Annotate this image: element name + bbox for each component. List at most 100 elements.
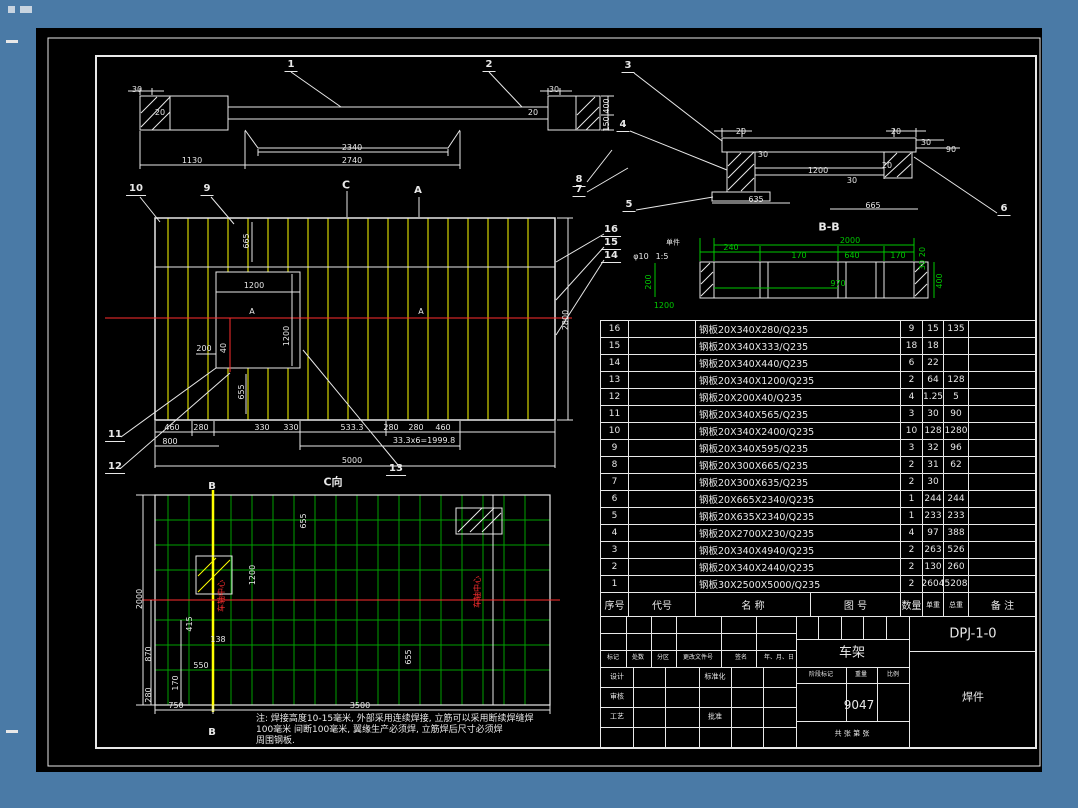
rev-col-label: 分区 <box>656 654 670 661</box>
bom-cell-total-weight <box>944 474 969 491</box>
bom-cell-no: 13 <box>601 372 629 389</box>
bom-cell-code <box>629 372 696 389</box>
bom-cell-total-weight: 1280 <box>944 423 969 440</box>
rev-col-label: 签名 <box>734 654 748 661</box>
bom-cell-remark <box>969 457 1037 474</box>
bom-cell-qty: 1 <box>901 491 923 508</box>
bom-cell-total-weight <box>944 338 969 355</box>
bom-header: 序号 代号 名 称 图 号 数量 单重 总重 备 注 <box>600 593 1037 617</box>
bom-cell-qty: 2 <box>901 576 923 593</box>
drawing-number: DPJ-1-0 <box>949 626 997 642</box>
bom-cell-name: 钢板20X340X2400/Q235 <box>696 423 901 440</box>
bom-cell-qty: 9 <box>901 321 923 338</box>
bom-cell-unit-weight: 30 <box>923 474 944 491</box>
bom-cell-name: 钢板20X340X595/Q235 <box>696 440 901 457</box>
bom-cell-name: 钢板20X340X1200/Q235 <box>696 372 901 389</box>
bom-header-code: 代号 <box>629 593 696 617</box>
stage-label: 阶段标记 <box>808 671 834 678</box>
sign-label-approve: 批准 <box>708 712 722 721</box>
sign-label-process: 工艺 <box>610 712 624 721</box>
bom-row: 10 钢板20X340X2400/Q235 10 128 1280 <box>601 423 1037 440</box>
bom-header-total-weight: 总重 <box>944 593 969 617</box>
bom-cell-qty: 4 <box>901 389 923 406</box>
bom-cell-no: 5 <box>601 508 629 525</box>
bom-cell-total-weight: 388 <box>944 525 969 542</box>
bom-cell-no: 10 <box>601 423 629 440</box>
bom-cell-unit-weight: 2604 <box>923 576 944 593</box>
bom-cell-name: 钢板20X665X2340/Q235 <box>696 491 901 508</box>
bom-cell-remark <box>969 542 1037 559</box>
bom-cell-unit-weight: 1.25 <box>923 389 944 406</box>
bom-cell-qty: 2 <box>901 457 923 474</box>
bom-cell-no: 14 <box>601 355 629 372</box>
bom-cell-remark <box>969 440 1037 457</box>
bom-cell-name: 钢板20X340X2440/Q235 <box>696 559 901 576</box>
bom-cell-unit-weight: 15 <box>923 321 944 338</box>
bom-cell-unit-weight: 22 <box>923 355 944 372</box>
view-beam-elevation <box>128 88 614 169</box>
bom-cell-name: 钢板20X300X635/Q235 <box>696 474 901 491</box>
bom-cell-unit-weight: 244 <box>923 491 944 508</box>
bom-cell-unit-weight: 233 <box>923 508 944 525</box>
bom-cell-total-weight: 526 <box>944 542 969 559</box>
bom-header-remark: 备 注 <box>969 593 1037 617</box>
bom-row: 8 钢板20X300X665/Q235 2 31 62 <box>601 457 1037 474</box>
bom-cell-qty: 18 <box>901 338 923 355</box>
sign-label-standardize: 标准化 <box>704 672 726 681</box>
bom-row: 16 钢板20X340X280/Q235 9 15 135 <box>601 321 1037 338</box>
bom-header-qty: 数量 <box>901 593 923 617</box>
bom-cell-unit-weight: 130 <box>923 559 944 576</box>
weld-note-line: 注: 焊接高度10-15毫米, 外部采用连续焊接, 立筋可以采用断续焊缝焊 <box>256 714 534 724</box>
bom-row: 9 钢板20X340X595/Q235 3 32 96 <box>601 440 1037 457</box>
bom-header-unit-weight: 单重 <box>923 593 944 617</box>
bom-table: 16 钢板20X340X280/Q235 9 15 135 15 钢板20X34… <box>600 320 1037 617</box>
scale-label: 比例 <box>886 671 900 678</box>
bom-cell-unit-weight: 64 <box>923 372 944 389</box>
bom-header-no: 序号 <box>601 593 629 617</box>
bom-header-figno: 图 号 <box>811 593 901 617</box>
bom-cell-unit-weight: 97 <box>923 525 944 542</box>
view-c-direction <box>136 490 560 714</box>
bom-cell-qty: 3 <box>901 440 923 457</box>
bom-cell-total-weight: 62 <box>944 457 969 474</box>
bom-cell-unit-weight: 30 <box>923 406 944 423</box>
margin-mark <box>6 730 18 733</box>
bom-cell-unit-weight: 32 <box>923 440 944 457</box>
bom-cell-code <box>629 355 696 372</box>
bom-cell-no: 8 <box>601 457 629 474</box>
bom-cell-unit-weight: 263 <box>923 542 944 559</box>
bom-cell-total-weight <box>944 355 969 372</box>
bom-cell-name: 钢板30X2500X5000/Q235 <box>696 576 901 593</box>
bom-row: 4 钢板20X2700X230/Q235 4 97 388 <box>601 525 1037 542</box>
bom-cell-code <box>629 457 696 474</box>
bom-cell-name: 钢板20X340X280/Q235 <box>696 321 901 338</box>
bom-cell-total-weight: 128 <box>944 372 969 389</box>
bom-cell-name: 钢板20X635X2340/Q235 <box>696 508 901 525</box>
weight-value: 9047 <box>843 698 875 712</box>
bom-cell-code <box>629 542 696 559</box>
bom-cell-remark <box>969 389 1037 406</box>
bom-cell-no: 15 <box>601 338 629 355</box>
bom-cell-no: 3 <box>601 542 629 559</box>
weld-note-line: 周围钢板. <box>256 736 295 746</box>
bom-row: 11 钢板20X340X565/Q235 3 30 90 <box>601 406 1037 423</box>
bom-cell-remark <box>969 474 1037 491</box>
bom-cell-remark <box>969 355 1037 372</box>
bom-cell-no: 11 <box>601 406 629 423</box>
view-end-section <box>711 128 960 210</box>
bom-cell-code <box>629 491 696 508</box>
rev-col-label: 年、月、日 <box>763 654 795 661</box>
part-kind: 焊件 <box>962 690 984 704</box>
bom-cell-remark <box>969 406 1037 423</box>
bom-cell-name: 钢板20X300X665/Q235 <box>696 457 901 474</box>
leader-lines <box>120 71 998 469</box>
bom-cell-remark <box>969 321 1037 338</box>
bom-cell-code <box>629 440 696 457</box>
bom-row: 5 钢板20X635X2340/Q235 1 233 233 <box>601 508 1037 525</box>
rev-col-label: 标记 <box>606 654 620 661</box>
bom-cell-total-weight: 135 <box>944 321 969 338</box>
bom-cell-qty: 2 <box>901 542 923 559</box>
bom-cell-remark <box>969 338 1037 355</box>
bom-row: 1 钢板30X2500X5000/Q235 2 2604 5208 <box>601 576 1037 593</box>
